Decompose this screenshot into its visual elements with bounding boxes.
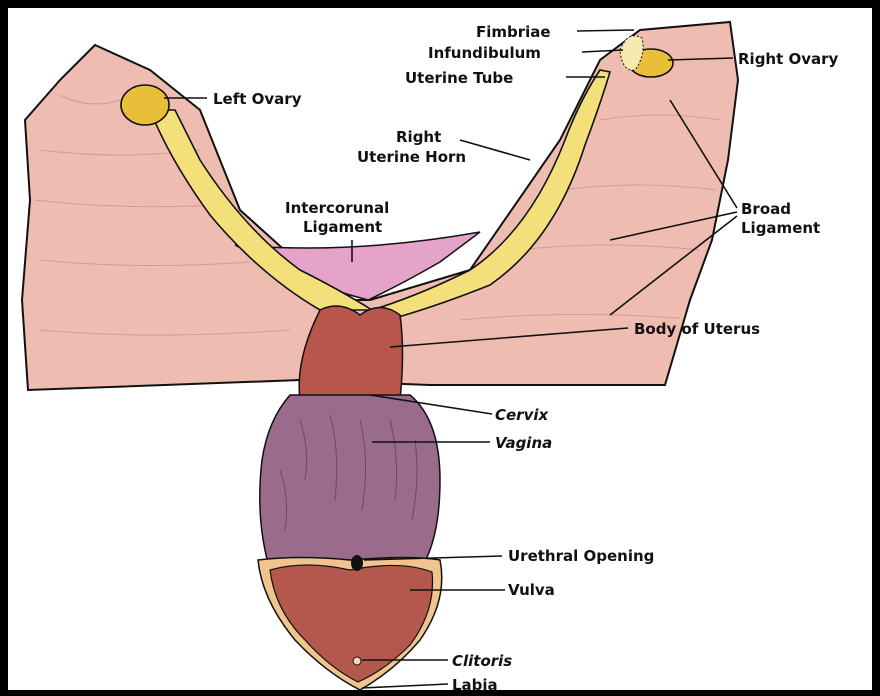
image-frame — [0, 0, 880, 696]
diagram-canvas: Fimbriae Infundibulum Uterine Tube Right… — [0, 0, 880, 696]
